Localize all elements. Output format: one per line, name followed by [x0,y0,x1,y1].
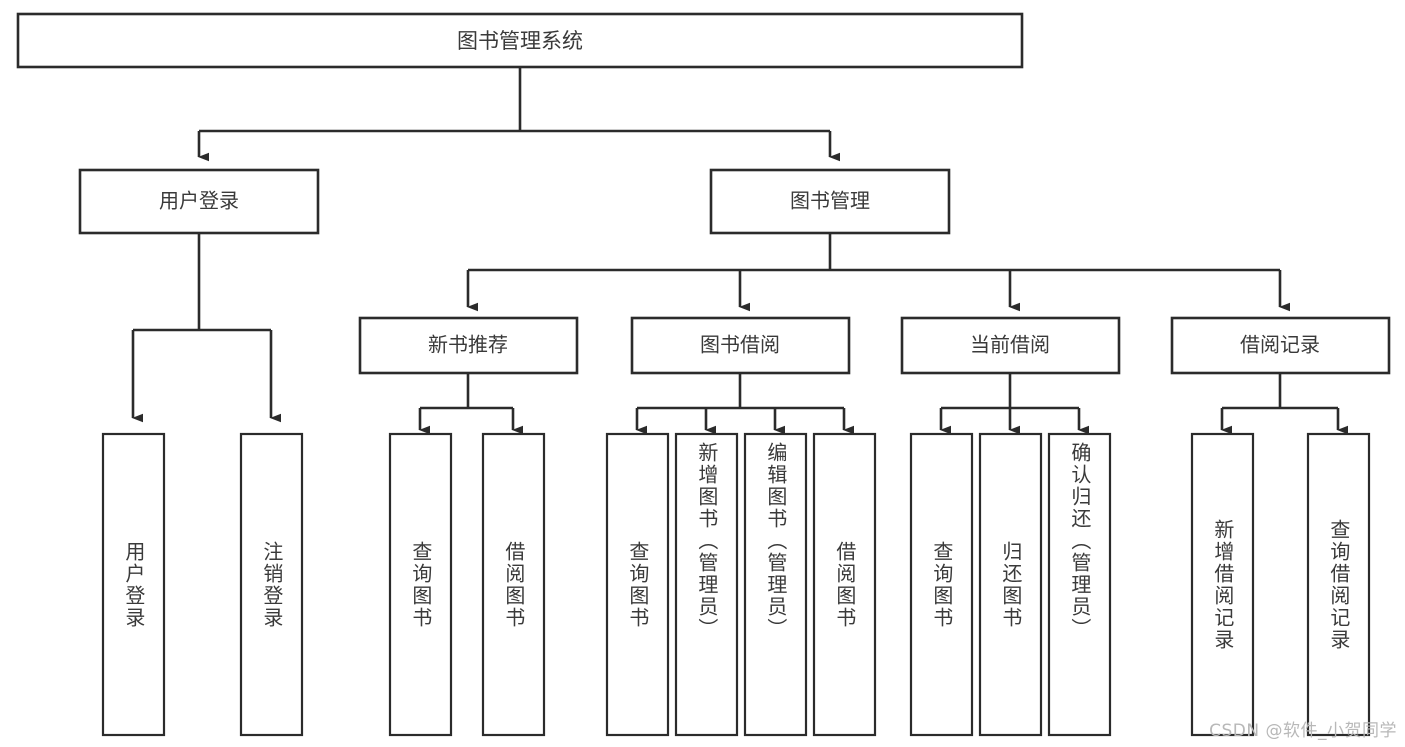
node-new-book-recommend[interactable]: 新书推荐 [358,316,579,375]
node-user-login[interactable]: 用户登录 [78,168,320,235]
node-leaf-query-book-3-box[interactable] [909,432,974,737]
node-book-manage-label: 图书管理 [790,189,870,213]
node-book-borrow[interactable]: 图书借阅 [630,316,851,375]
node-book-borrow-label: 图书借阅 [700,333,780,357]
node-root-label: 图书管理系统 [457,29,583,53]
node-borrow-record-label: 借阅记录 [1240,333,1320,357]
node-leaf-confirm-return-box[interactable] [1047,432,1112,737]
node-leaf-return-book-box[interactable] [978,432,1043,737]
node-leaf-query-record-box[interactable] [1306,432,1371,737]
watermark: CSDN @软件_小贺同学 [1209,721,1397,741]
node-current-borrow[interactable]: 当前借阅 [900,316,1121,375]
node-current-borrow-box[interactable] [900,316,1121,375]
node-user-login-label: 用户登录 [159,189,239,213]
node-leaf-query-book-1-box[interactable] [388,432,453,737]
node-leaf-borrow-book-2-box[interactable] [812,432,877,737]
node-leaf-user-login-box[interactable] [101,432,166,737]
node-root-box[interactable] [16,12,1024,69]
node-current-borrow-label: 当前借阅 [970,333,1050,357]
node-leaf-edit-book-box[interactable] [743,432,808,737]
node-book-borrow-box[interactable] [630,316,851,375]
node-book-manage-box[interactable] [709,168,951,235]
node-leaf-query-book-2-box[interactable] [605,432,670,737]
node-root[interactable]: 图书管理系统 [16,12,1024,69]
node-leaf-borrow-book-1-box[interactable] [481,432,546,737]
node-leaf-add-record-box[interactable] [1190,432,1255,737]
node-book-manage[interactable]: 图书管理 [709,168,951,235]
node-borrow-record[interactable]: 借阅记录 [1170,316,1391,375]
node-leaf-user-logout-box[interactable] [239,432,304,737]
node-new-book-recommend-box[interactable] [358,316,579,375]
node-leaf-add-book-box[interactable] [674,432,739,737]
node-user-login-box[interactable] [78,168,320,235]
node-new-book-recommend-label: 新书推荐 [428,333,508,357]
node-borrow-record-box[interactable] [1170,316,1391,375]
